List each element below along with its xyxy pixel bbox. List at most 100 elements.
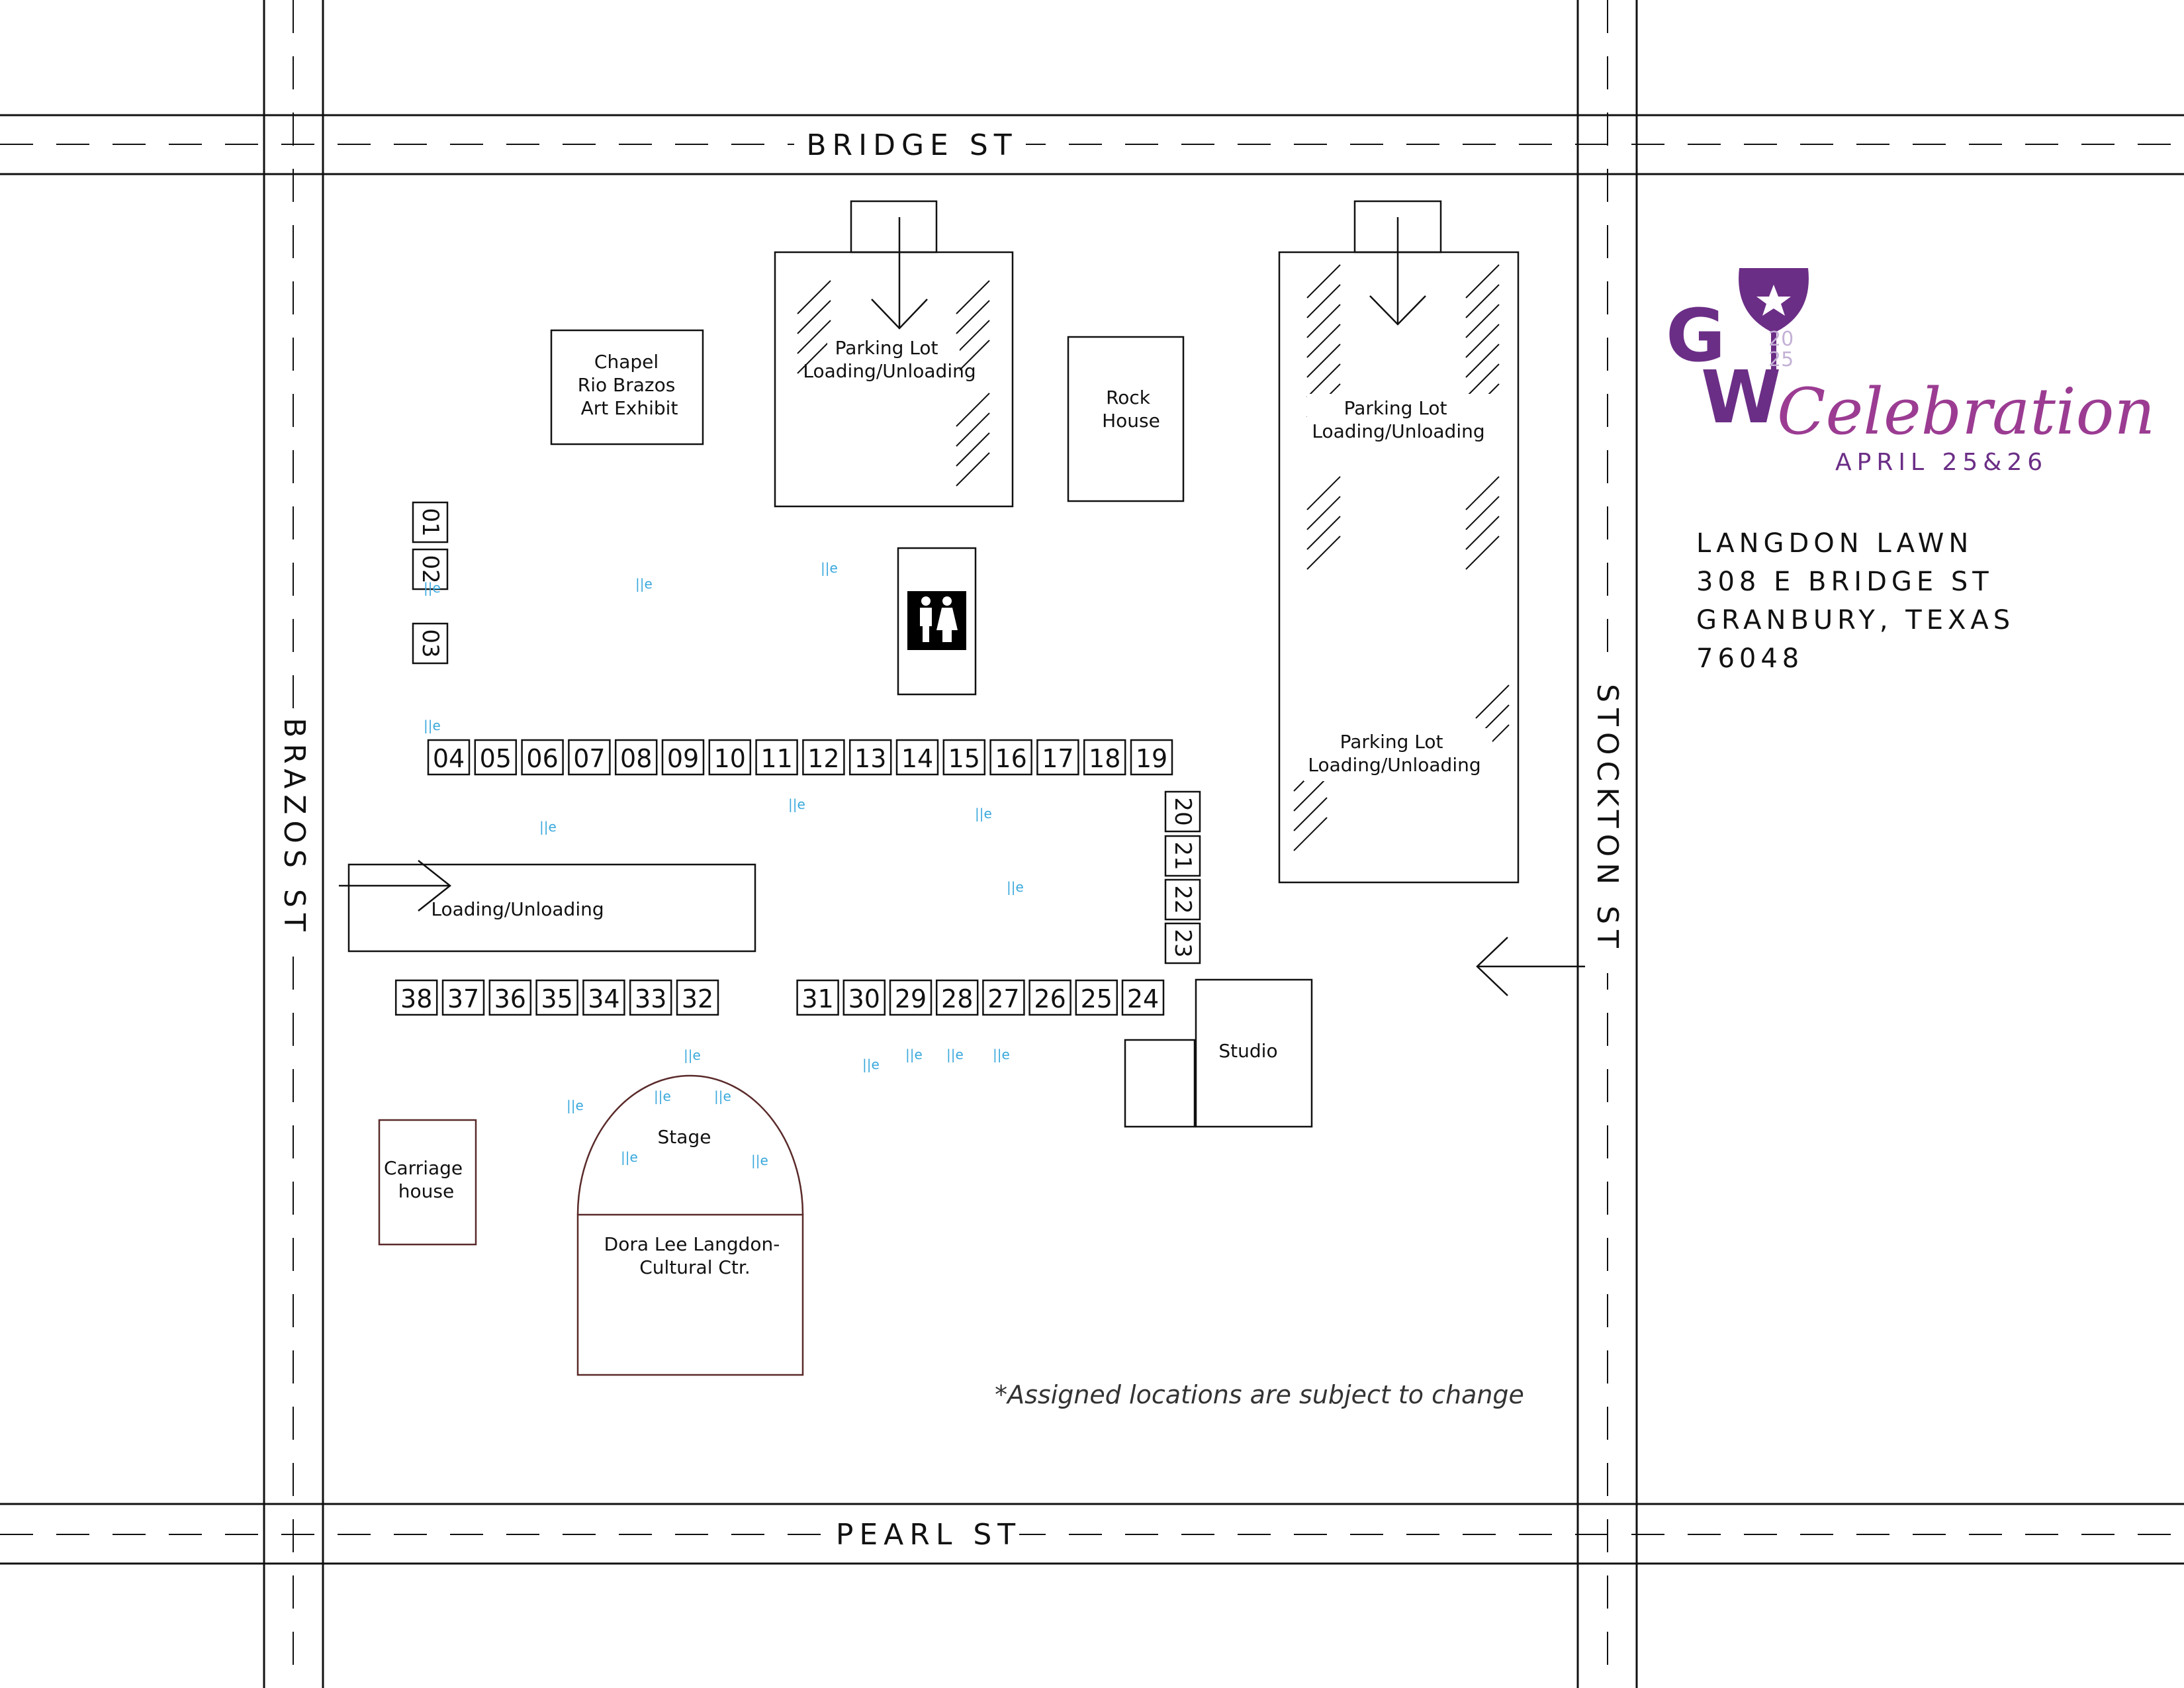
booth-box xyxy=(1164,922,1201,964)
booth-20: 20 xyxy=(1164,790,1201,833)
booth-number: 04 xyxy=(433,744,465,773)
vendor-marker: ||e xyxy=(862,1056,880,1072)
carriage-house-building: Carriage house xyxy=(378,1119,477,1246)
booth-box xyxy=(1075,979,1118,1016)
booth-box xyxy=(427,739,471,776)
booth-19: 19 xyxy=(1130,739,1173,776)
svg-text:Rock House: Rock House xyxy=(1102,387,1160,432)
booth-number: 18 xyxy=(1089,744,1120,773)
booth-number: 09 xyxy=(667,744,699,773)
booth-10: 10 xyxy=(708,739,752,776)
vendor-marker: ||e xyxy=(424,718,441,733)
booth-number: 22 xyxy=(1169,885,1196,914)
booth-number: 31 xyxy=(801,984,833,1013)
booth-box xyxy=(708,739,752,776)
booth-box xyxy=(488,979,532,1016)
event-logo: G W 20 25 Celebration APRIL 25&26 xyxy=(1666,268,2155,476)
booth-number: 25 xyxy=(1081,984,1113,1013)
booth-number: 11 xyxy=(760,744,792,773)
booth-box xyxy=(1164,878,1201,921)
parking-lot-1 xyxy=(774,200,1014,508)
booth-box xyxy=(614,739,658,776)
booth-box xyxy=(535,979,578,1016)
parking-lot-2-label: Parking Lot Loading/Unloading xyxy=(1312,397,1484,442)
booth-number: 38 xyxy=(400,984,432,1013)
booth-32: 32 xyxy=(676,979,719,1016)
booth-11: 11 xyxy=(755,739,798,776)
booth-box xyxy=(1164,835,1201,877)
booth-box xyxy=(796,979,839,1016)
booth-number: 10 xyxy=(714,744,746,773)
svg-text:Chapel Rio Brazos: Chapel Rio Brazos Art Exhibit xyxy=(578,351,681,419)
booth-number: 12 xyxy=(807,744,839,773)
vendor-marker: ||e xyxy=(684,1047,701,1063)
booth-box xyxy=(1036,739,1079,776)
booth-box xyxy=(842,979,886,1016)
booth-26: 26 xyxy=(1028,979,1071,1016)
address-line: GRANBURY, TEXAS xyxy=(1696,605,2015,635)
booth-number: 24 xyxy=(1127,984,1159,1013)
booth-box xyxy=(802,739,845,776)
logo-year-top: 20 xyxy=(1768,328,1794,351)
vendor-marker: ||e xyxy=(993,1047,1010,1062)
booth-number: 01 xyxy=(417,508,443,536)
street-label-stockton: STOCKTON ST xyxy=(1590,684,1624,954)
address-line: 308 E BRIDGE ST xyxy=(1696,567,1993,597)
booth-box xyxy=(661,739,705,776)
chapel-label-line: Rio Brazos xyxy=(578,374,676,396)
booth-number: 08 xyxy=(620,744,652,773)
booth-box xyxy=(521,739,564,776)
booth-number: 30 xyxy=(848,984,880,1013)
booth-08: 08 xyxy=(614,739,658,776)
booth-number: 06 xyxy=(526,744,558,773)
vendor-marker: ||e xyxy=(788,796,805,812)
booth-34: 34 xyxy=(582,979,625,1016)
vendor-marker: ||e xyxy=(751,1152,768,1168)
vendor-marker: ||e xyxy=(714,1088,731,1104)
booth-12: 12 xyxy=(802,739,845,776)
vendor-marker: ||e xyxy=(821,560,838,576)
booth-27: 27 xyxy=(982,979,1025,1016)
booth-29: 29 xyxy=(889,979,933,1016)
booth-box xyxy=(582,979,625,1016)
cultural-center-label: Dora Lee Langdon- Cultural Ctr. xyxy=(604,1233,786,1278)
booth-box xyxy=(474,739,518,776)
logo-dates: APRIL 25&26 xyxy=(1835,449,2048,476)
booth-06: 06 xyxy=(521,739,564,776)
booth-number: 28 xyxy=(941,984,973,1013)
booth-number: 32 xyxy=(682,984,713,1013)
booth-number: 03 xyxy=(417,629,443,657)
street-label-bridge: BRIDGE ST xyxy=(806,128,1017,162)
booth-box xyxy=(848,739,892,776)
studio-building xyxy=(1124,978,1313,1128)
booth-box xyxy=(889,979,933,1016)
booth-18: 18 xyxy=(1083,739,1126,776)
booth-03: 03 xyxy=(412,622,449,665)
booth-box xyxy=(942,739,986,776)
booth-23: 23 xyxy=(1164,922,1201,964)
booth-31: 31 xyxy=(796,979,839,1016)
vendor-marker: ||e xyxy=(621,1149,638,1165)
stage-label: Stage xyxy=(658,1126,711,1148)
booth-number: 02 xyxy=(417,555,443,583)
booth-number: 35 xyxy=(541,984,572,1013)
rock-house-building: Rock House xyxy=(1067,336,1185,502)
booth-13: 13 xyxy=(848,739,892,776)
vendor-marker: ||e xyxy=(946,1047,964,1062)
venue-address: LANGDON LAWN 308 E BRIDGE ST GRANBURY, T… xyxy=(1696,528,2015,674)
vendor-marker: ||e xyxy=(1007,879,1024,895)
booth-box xyxy=(441,979,485,1016)
entrance-arrow-icon xyxy=(1476,937,1585,996)
chapel-label-line: Chapel xyxy=(594,351,659,373)
booth-24: 24 xyxy=(1121,979,1165,1016)
booth-number: 16 xyxy=(995,744,1026,773)
vendor-markers: ||e||e||e||e||e||e||e||e||e||e||e||e||e|… xyxy=(424,560,1024,1168)
booth-box xyxy=(755,739,798,776)
loading-zone-left xyxy=(339,860,756,953)
booth-21: 21 xyxy=(1164,835,1201,877)
vendor-marker: ||e xyxy=(567,1098,584,1113)
restroom-icon xyxy=(907,591,966,650)
booth-number: 33 xyxy=(635,984,666,1013)
